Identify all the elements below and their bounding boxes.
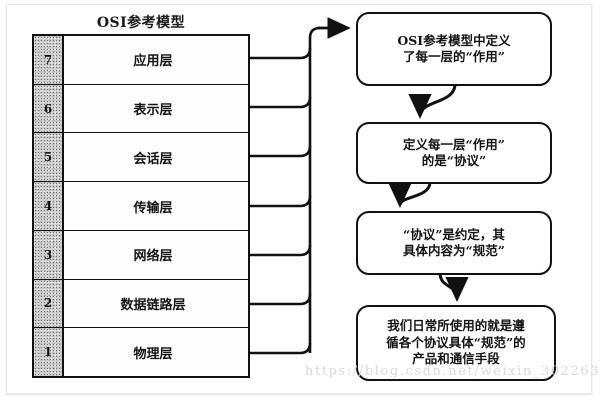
page-title: OSI参考模型 [96,15,186,31]
layer-number-cell: 2 [34,279,64,328]
note-line: 了每一层的“作用” [403,49,505,64]
layer-name-cell: 数据链路层 [64,279,248,328]
note-box-daily-use-products[interactable]: 我们日常所使用的就是遵 循各个协议具体“规范”的 产品和通信手段 [356,305,556,381]
layer-number-cell: 6 [34,84,64,133]
layer-number-cell: 3 [34,230,64,279]
watermark-text: https://blog.csdn.net/weixin_302263263 [305,364,600,379]
layer-number-cell: 7 [34,36,64,84]
note-text: OSI参考模型中定义 了每一层的“作用” [397,33,510,66]
note-box-definition-of-role[interactable]: OSI参考模型中定义 了每一层的“作用” [356,12,552,86]
note-line: 产品和通信手段 [412,351,500,367]
note-line: 定义每一层“作用” [403,136,505,152]
note-box-protocol-defines-role[interactable]: 定义每一层“作用” 的是“协议” [356,122,552,184]
note-line: 具体内容为“规范” [403,243,505,258]
layer-name-cell: 应用层 [64,36,248,84]
table-row[interactable]: 6 表示层 [34,84,248,134]
layer-name-cell: 传输层 [64,182,248,230]
note-text: 我们日常所使用的就是遵 循各个协议具体“规范”的 产品和通信手段 [386,318,525,368]
table-row[interactable]: 5 会话层 [34,133,248,183]
note-line: 的是“协议” [421,153,487,168]
table-row[interactable]: 4 传输层 [34,182,248,231]
layer-number-cell: 1 [34,328,64,377]
note-line: 循各个协议具体“规范”的 [386,334,526,350]
note-line: “协议”是约定，其 [403,226,505,242]
layer-name-cell: 网络层 [64,230,248,279]
table-row[interactable]: 3 网络层 [34,230,248,280]
note-text: “协议”是约定，其 具体内容为“规范” [403,227,505,260]
table-row[interactable]: 7 应用层 [34,36,248,85]
table-row[interactable]: 1 物理层 [34,328,248,377]
osi-layer-table: 7 应用层 6 表示层 5 会话层 4 传输层 3 网络层 2 数据链路层 1 … [32,34,250,378]
note-text: 定义每一层“作用” 的是“协议” [403,137,505,170]
note-line: 我们日常所使用的就是遵 [387,318,525,334]
note-box-protocol-is-agreement[interactable]: “协议”是约定，其 具体内容为“规范” [356,211,552,275]
layer-name-cell: 会话层 [64,133,248,182]
note-line: OSI参考模型中定义 [397,32,511,48]
layer-name-cell: 物理层 [64,328,248,377]
table-row[interactable]: 2 数据链路层 [34,279,248,329]
layer-name-cell: 表示层 [64,84,248,133]
layer-number-cell: 4 [34,182,64,230]
layer-number-cell: 5 [34,133,64,182]
